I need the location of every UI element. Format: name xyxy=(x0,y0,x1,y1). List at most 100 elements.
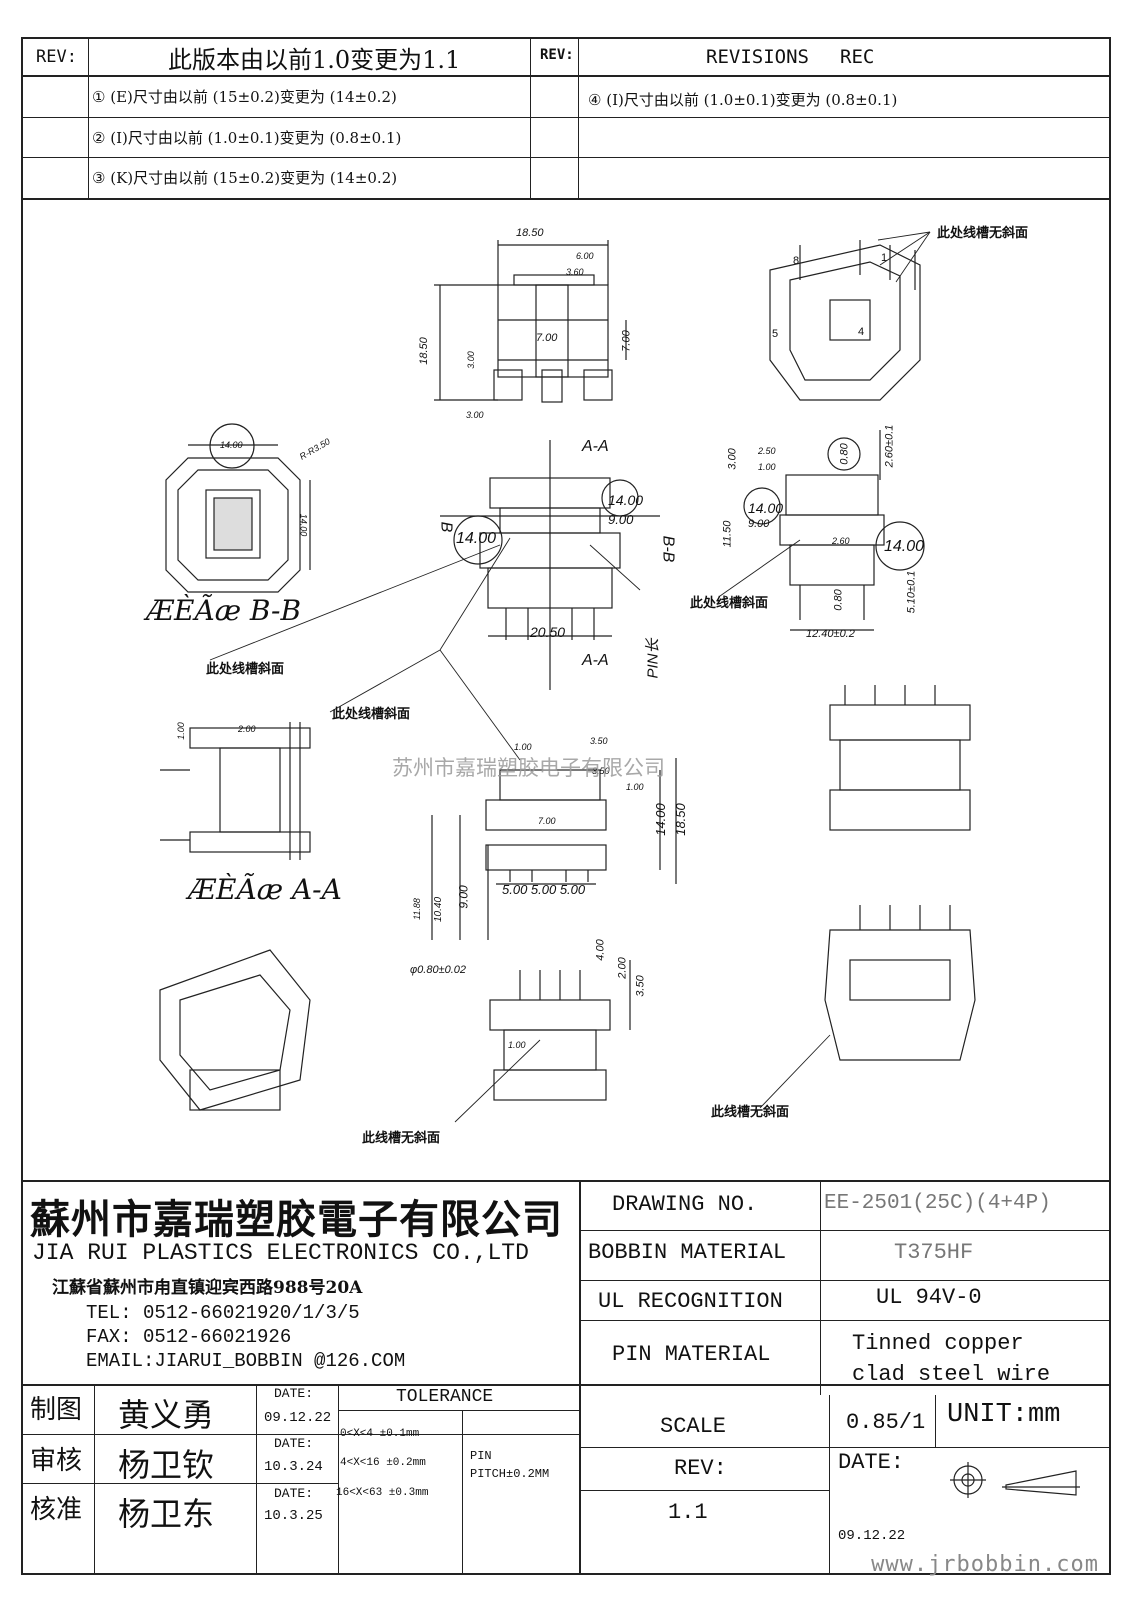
dim-h: 3.00 xyxy=(726,448,739,470)
tb-line xyxy=(338,1384,339,1575)
pin-number-5: 5 xyxy=(772,328,779,340)
side-view xyxy=(743,430,925,631)
technical-drawing xyxy=(159,231,976,1123)
company-fax: FAX: 0512-66021926 xyxy=(86,1326,292,1348)
dim-j: 2.60±0.1 xyxy=(883,424,896,468)
dim-e: 14.00 xyxy=(608,492,644,508)
signoff-date-label-checked: DATE: xyxy=(274,1436,314,1451)
dim-k: 14.00 xyxy=(456,530,497,547)
tb-line xyxy=(829,1395,830,1575)
tb-line xyxy=(21,1384,1111,1386)
tb-line xyxy=(579,1490,829,1491)
footer-url[interactable]: www.jrbobbin.com xyxy=(871,1552,1099,1577)
pin-material-label: PIN MATERIAL xyxy=(612,1342,771,1367)
rev-label-right: REV: xyxy=(540,47,574,63)
scale-label: SCALE xyxy=(660,1414,727,1439)
iso-view-top-right xyxy=(769,240,921,401)
rec-header: REC xyxy=(840,46,875,68)
section-bb-label: ÆÈÃæ B-B xyxy=(146,594,302,627)
company-email: EMAIL:JIARUI_BOBBIN @126.COM xyxy=(86,1350,406,1372)
dim-h-3-50: 3.50 xyxy=(634,975,647,997)
tb-line xyxy=(94,1384,95,1575)
tb-line xyxy=(579,1320,1111,1321)
rev-table-line xyxy=(21,157,1111,158)
dim-top-3a: 3.00 xyxy=(465,351,476,369)
dim-bot-1-00: 1.00 xyxy=(508,1040,526,1050)
note-slope-left-2: 此处线槽斜面 xyxy=(332,707,411,722)
b-label: B xyxy=(437,521,455,533)
dim-v: 4.00 xyxy=(594,939,607,961)
dim-q: 14.00 xyxy=(652,803,668,836)
dim-side-2-60: 2.60 xyxy=(832,536,850,546)
tolerance-pin-pitch: PITCH±0.2MM xyxy=(470,1467,550,1481)
bb-label: B-B xyxy=(659,535,677,563)
section-aa-view xyxy=(160,722,311,860)
dim-s: 9.00 xyxy=(456,885,471,909)
note-slope-mid: 此处线槽斜面 xyxy=(690,596,769,611)
signoff-date-label-drawn: DATE: xyxy=(274,1386,314,1401)
tb-line xyxy=(21,1180,1111,1182)
pin-length-label: PIN长 xyxy=(644,638,662,679)
front-view xyxy=(440,440,660,690)
tb-line xyxy=(820,1180,821,1395)
dim-top-3b: 3.00 xyxy=(466,410,484,420)
drawing-no-value: EE-2501(25C)(4+4P) xyxy=(824,1192,1051,1215)
note-slope-left-1: 此处线槽斜面 xyxy=(206,662,285,677)
tolerance-row-3: 16<X<63 ±0.3mm xyxy=(336,1487,429,1499)
tb-line xyxy=(935,1395,936,1447)
revision-change-3: ③ (K)尺寸由以前 (15±0.2)变更为 (14±0.2) xyxy=(92,169,398,187)
dim-t: 5.00 5.00 5.00 xyxy=(502,882,586,897)
dim-aa-1-00: 1.00 xyxy=(175,722,186,740)
dim-bb-14-top: 14.00 xyxy=(220,440,243,450)
dim-o: 0.80 xyxy=(832,589,845,611)
revision-title: 此版本由以前1.0变更为1.1 xyxy=(168,46,461,74)
dim-mid-1-00: 1.00 xyxy=(514,742,532,752)
third-angle-projection-icon xyxy=(950,1462,1080,1498)
rev-table-line xyxy=(21,117,1111,118)
dim-h-11-88: 11.88 xyxy=(411,898,422,920)
tb-line xyxy=(579,1180,581,1575)
section-bb-view xyxy=(165,423,311,593)
signoff-date-label-approved: DATE: xyxy=(274,1486,314,1501)
signoff-date-approved: 10.3.25 xyxy=(264,1508,323,1524)
ul-recognition-label: UL RECOGNITION xyxy=(598,1289,783,1314)
dim-r: 18.50 xyxy=(672,803,688,836)
dim-aa-2-00: 2.00 xyxy=(238,724,256,734)
company-tel: TEL: 0512-66021920/1/3/5 xyxy=(86,1302,360,1324)
tb-line xyxy=(462,1410,463,1575)
company-address: 江蘇省蘇州市甪直镇迎宾西路988号20A xyxy=(52,1278,363,1298)
tolerance-title: TOLERANCE xyxy=(396,1387,494,1407)
dim-bb-14-side: 14.00 xyxy=(298,513,309,537)
dim-mid-3-50b: 3.50 xyxy=(592,766,610,776)
dim-a: 18.50 xyxy=(516,227,544,239)
dim-mid-7-00: 7.00 xyxy=(538,816,556,826)
dim-top-6: 6.00 xyxy=(576,251,594,261)
pin-material-line-2: clad steel wire xyxy=(852,1362,1051,1387)
mid-view xyxy=(431,758,677,940)
iso-view-mid-right xyxy=(829,685,971,831)
bobbin-material-label: BOBBIN MATERIAL xyxy=(588,1240,787,1265)
dim-h-10-40: 10.40 xyxy=(433,896,445,923)
dim-h-1-00: 1.00 xyxy=(758,462,776,472)
watermark: 苏州市嘉瑞塑胶电子有限公司 xyxy=(392,756,665,780)
dim-c: 7.00 xyxy=(620,330,633,352)
dim-h-2-50: 2.50 xyxy=(758,446,776,456)
scale-value: 0.85/1 xyxy=(846,1410,926,1435)
rev-table-line xyxy=(578,37,579,198)
rev-table-line xyxy=(88,37,89,198)
signoff-name-drawn: 黄义勇 xyxy=(118,1396,215,1434)
pin-material-line-1: Tinned copper xyxy=(852,1331,1024,1356)
note-no-slope-top: 此处线槽无斜面 xyxy=(937,226,1029,241)
drawing-no-label: DRAWING NO. xyxy=(612,1192,758,1217)
rev-value: 1.1 xyxy=(668,1500,708,1525)
company-name-cn: 蘇州市嘉瑞塑胶電子有限公司 xyxy=(30,1196,563,1243)
dim-w: 2.00 xyxy=(616,957,629,979)
revision-change-1: ① (E)尺寸由以前 (15±0.2)变更为 (14±0.2) xyxy=(92,88,397,106)
dim-m: 11.50 xyxy=(721,520,734,548)
revisions-header: REVISIONS xyxy=(706,46,809,68)
pin-number-8: 8 xyxy=(793,255,800,267)
signoff-role-approved: 核准 xyxy=(30,1495,83,1525)
top-view xyxy=(434,240,627,403)
iso-view-bottom-left xyxy=(159,949,311,1111)
rev-table-line xyxy=(21,75,1111,77)
